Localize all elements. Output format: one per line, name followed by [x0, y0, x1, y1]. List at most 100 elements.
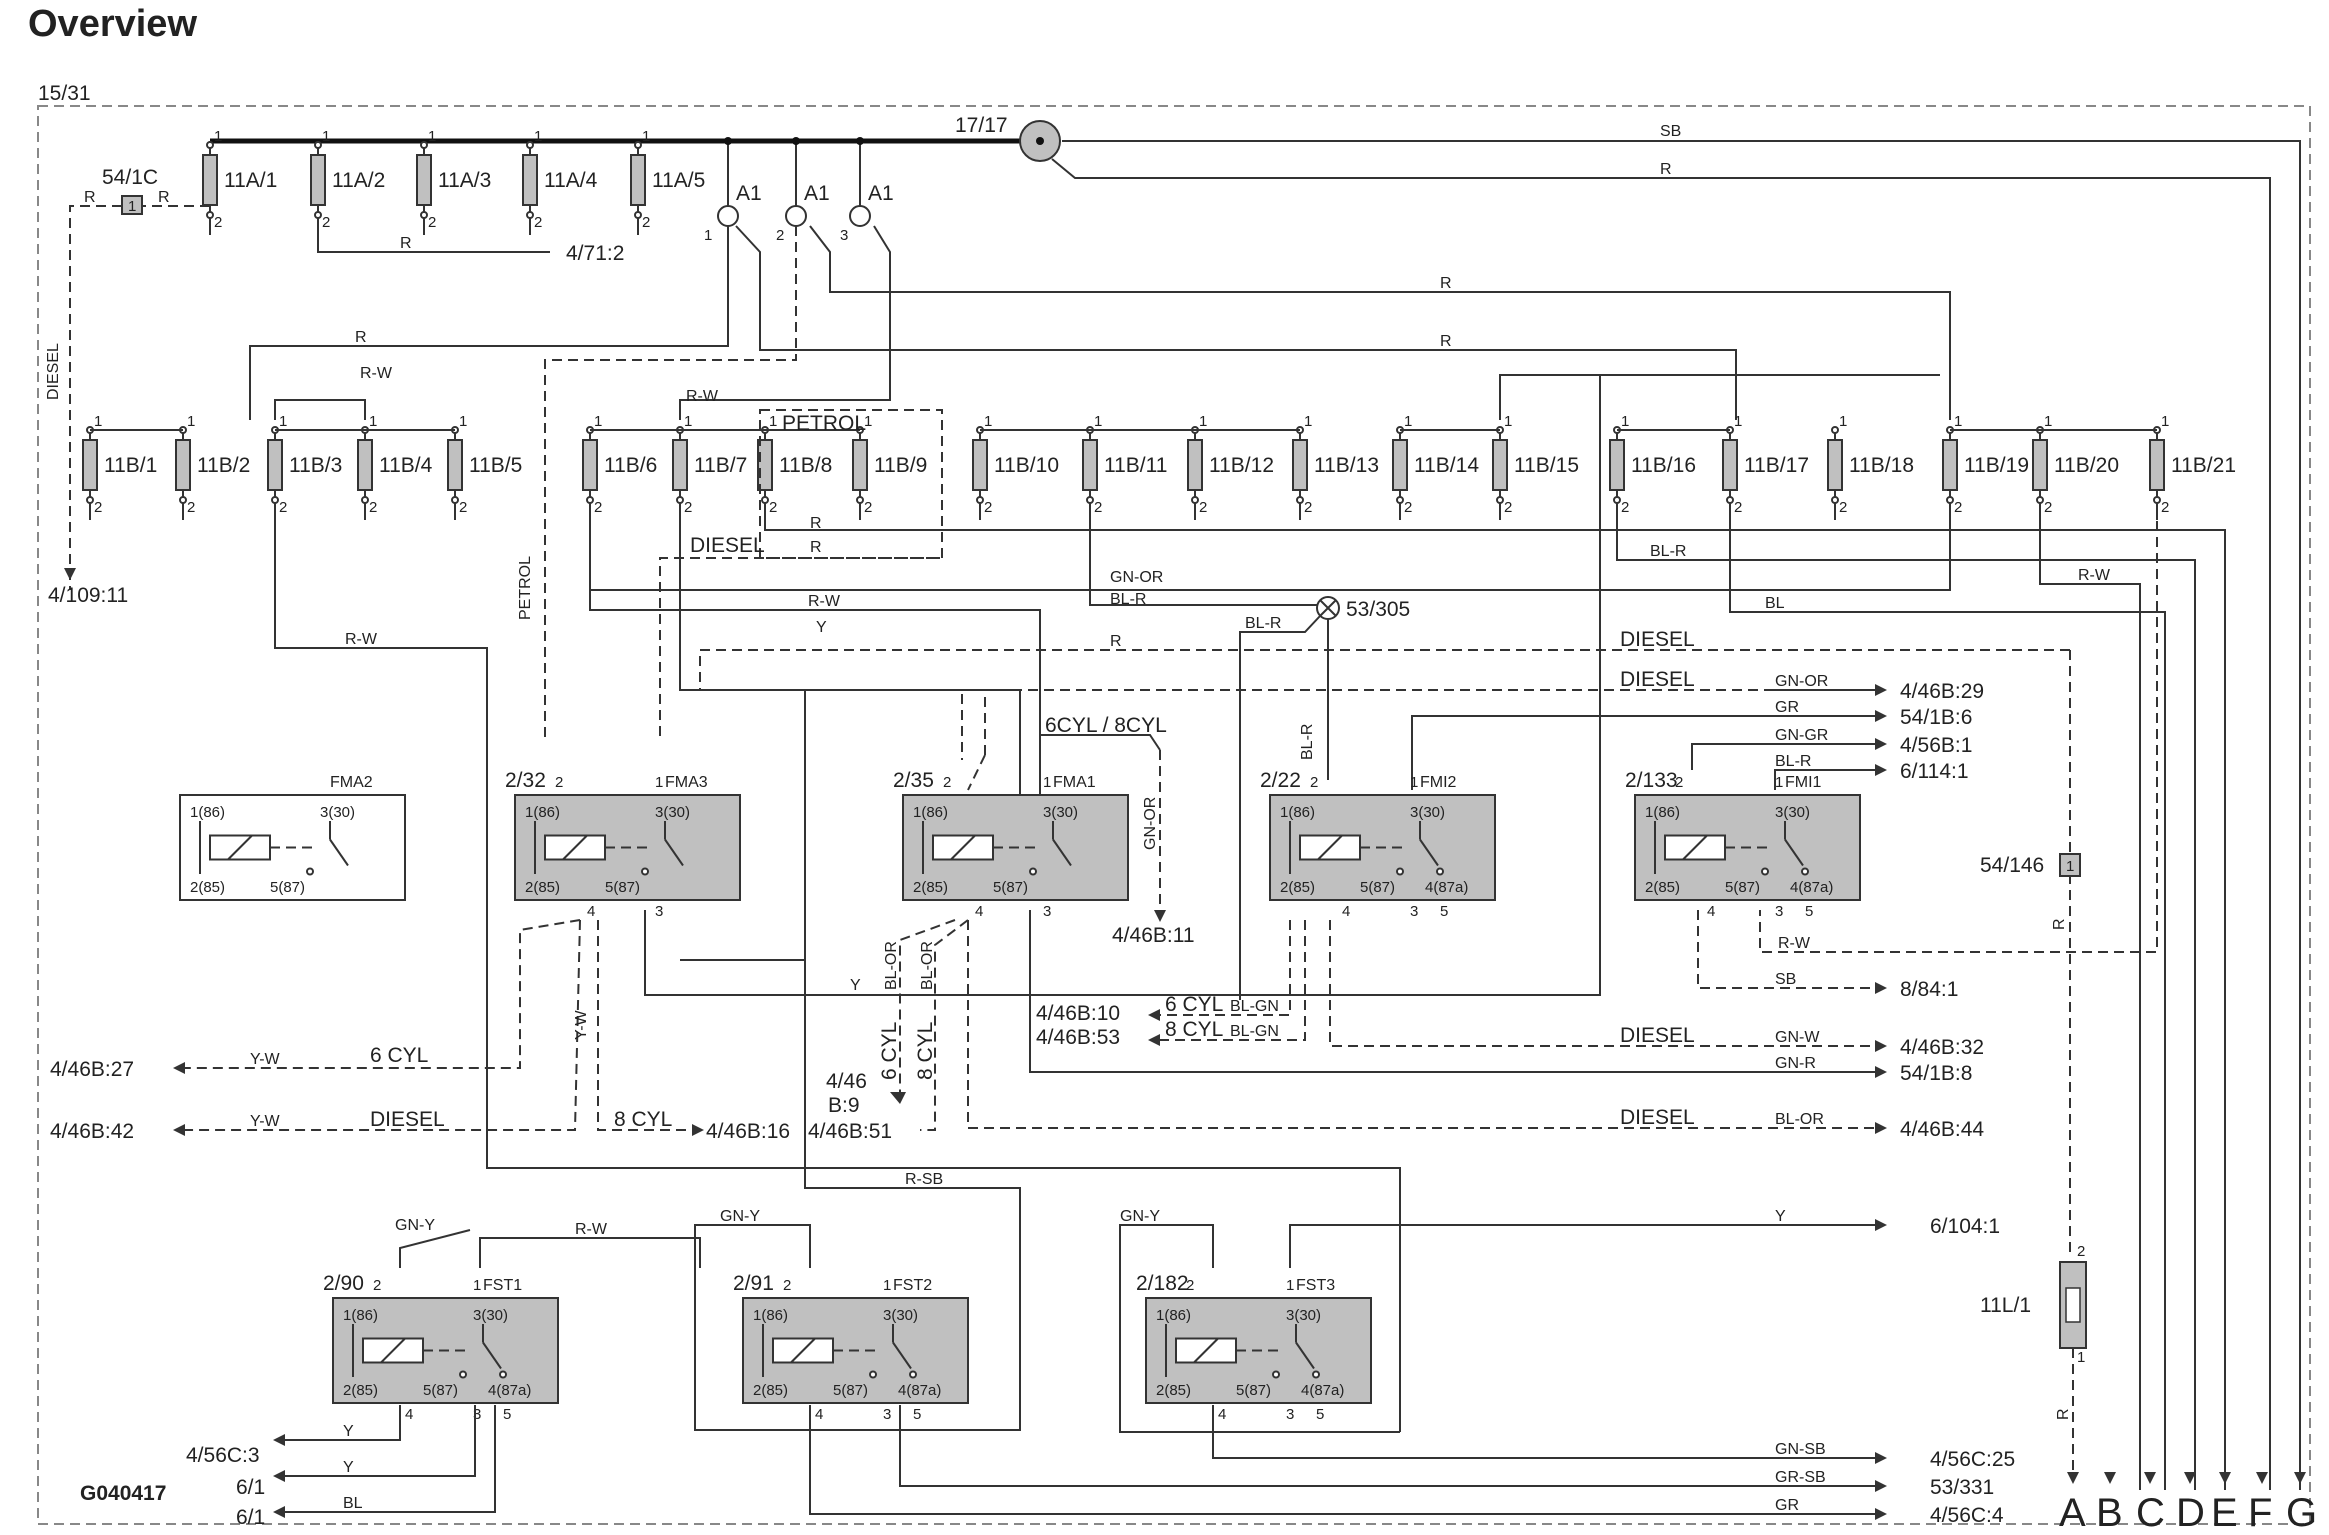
- junction-a1-1: [724, 137, 732, 145]
- relay-fst2-contact-87: [869, 1370, 877, 1379]
- wire-blor-diesel: [967, 920, 1875, 1129]
- ref-4-46b-11: 4/46B:11: [1112, 924, 1195, 947]
- fuse-11b-11: [1082, 439, 1098, 491]
- fuse-11b-2-pin1-label: 1: [187, 413, 195, 430]
- border-label: 15/31: [38, 82, 91, 105]
- arrow-4-56c-3: [273, 1434, 285, 1446]
- relay-fmi1-contact-87a: [1801, 867, 1809, 876]
- fuse-11a-4-label: 11A/4: [544, 169, 598, 192]
- fuse-11b-6-pin2: [586, 496, 594, 504]
- relay-fma3-ext-pin-3: 3: [655, 903, 663, 920]
- variant-label-diesel-blor: DIESEL: [1620, 1106, 1695, 1129]
- arrow-6-104-1: [1875, 1219, 1887, 1231]
- relay-fst3-ext-pin-5: 5: [1316, 1406, 1324, 1423]
- fuse-11b-16-pin2-label: 2: [1621, 499, 1629, 516]
- ref-4-109-11: 4/109:11: [48, 584, 128, 607]
- output-e-arrow: [2219, 1472, 2231, 1484]
- wire-blgn-8cyl: [1160, 920, 1306, 1041]
- fuse-11b-3-pin1-label: 1: [279, 413, 287, 430]
- variant-label-diesel-left: DIESEL: [45, 343, 62, 400]
- output-d-arrow: [2184, 1472, 2196, 1484]
- ref-6-104-1: 6/104:1: [1930, 1215, 2000, 1238]
- wire-sb-to-g: [1062, 140, 2301, 1490]
- fuse-11l-1-pin2: 2: [2077, 1243, 2085, 1260]
- fuse-11b-13-pin1-label: 1: [1304, 413, 1312, 430]
- ref-b-9: B:9: [828, 1094, 860, 1117]
- ref-53-331: 53/331: [1930, 1476, 1994, 1499]
- relay-fst1-pin-86: 1(86): [343, 1307, 378, 1324]
- relay-fmi2-name: FMI2: [1420, 774, 1457, 791]
- relay-fmi2-pin-87: 5(87): [1360, 879, 1395, 896]
- diagram-border: [37, 105, 2311, 1525]
- wire-label-r-11b9: R: [810, 539, 822, 556]
- fuse-11b-18-pin2: [1831, 496, 1839, 504]
- relay-fst3-switch-arm: [1295, 1341, 1315, 1370]
- wire-yw-diesel: [185, 919, 581, 1131]
- fuse-11b-7-label: 11B/7: [694, 454, 747, 477]
- relay-fst2-pin-87: 5(87): [833, 1382, 868, 1399]
- indicator-a1-3: [849, 205, 871, 227]
- wire-label-gny-fst1: GN-Y: [395, 1217, 435, 1234]
- fuse-11a-5: [630, 154, 646, 206]
- wire-y-4-56c-3: [285, 1405, 401, 1441]
- wire-gngr-fmi1: [1691, 743, 1875, 770]
- relay-fst1-ext-pin-1: 1: [473, 1277, 481, 1294]
- wire-label-blr-right: BL-R: [1775, 753, 1811, 770]
- relay-fst1-name: FST1: [483, 1277, 522, 1294]
- component-54-1c-pin: 1: [128, 198, 136, 215]
- fuse-11a-3-pin2-label: 2: [428, 214, 436, 231]
- ref-6-1-b: 6/1: [236, 1506, 265, 1529]
- ref-4-46b-53: 4/46B:53: [1036, 1026, 1120, 1049]
- fuse-11b-7-pin1-label: 1: [684, 413, 692, 430]
- relay-fst2-name: FST2: [893, 1277, 932, 1294]
- relay-fma2-pin-87: 5(87): [270, 879, 305, 896]
- ref-6-1-a: 6/1: [236, 1476, 265, 1499]
- fuse-11b-12-pin1-label: 1: [1199, 413, 1207, 430]
- wire-label-blr-splice: BL-R: [1245, 615, 1281, 632]
- wire-rsb: [804, 960, 1021, 1431]
- wire-label-r-11b8: R: [810, 515, 822, 532]
- relay-fst2-pin-87a: 4(87a): [898, 1382, 941, 1399]
- arrow-6-114-1: [1875, 764, 1887, 776]
- relay-fst3-contact-87a: [1312, 1370, 1320, 1379]
- relay-fst1-ext-pin-4: 4: [405, 1406, 413, 1423]
- relay-fma3-ext-pin-2: 2: [555, 774, 563, 791]
- wire-label-rw-11b21: R-W: [1778, 935, 1811, 952]
- fuse-11b-11-pin2: [1086, 496, 1094, 504]
- fuse-11b-20: [2032, 439, 2048, 491]
- variant-label-6cyl-vertical: 6 CYL: [878, 1022, 901, 1080]
- fuse-11b-21: [2149, 439, 2165, 491]
- wire-gnr: [1029, 910, 1875, 1073]
- wire-label-gnor-vertical: GN-OR: [1142, 797, 1159, 850]
- relay-fst2-ext-pin-4: 4: [815, 1406, 823, 1423]
- relay-fmi2-ext-pin-3: 3: [1410, 903, 1418, 920]
- relay-fma3-name: FMA3: [665, 774, 708, 791]
- fuse-11b-5: [447, 439, 463, 491]
- fuse-11b-12-pin2: [1191, 496, 1199, 504]
- fuse-11b-15-label: 11B/15: [1514, 454, 1579, 477]
- wire-label-gnr: GN-R: [1775, 1055, 1816, 1072]
- wire-fma1-dash-pin2: [967, 754, 986, 791]
- fuse-11a-1-pin2: [206, 211, 214, 219]
- ref-4-71-2: 4/71:2: [566, 242, 624, 265]
- fuse-11b-18-pin2-label: 2: [1839, 499, 1847, 516]
- relay-fst1-pin-87a: 4(87a): [488, 1382, 531, 1399]
- fuse-11b-20-pin2-label: 2: [2044, 499, 2052, 516]
- relay-fst1-ext-pin-2: 2: [373, 1277, 381, 1294]
- wire-y-fma3: [760, 689, 1021, 800]
- wire-label-blor-right: BL-OR: [1775, 1111, 1824, 1128]
- wire-gnw-diesel: [1329, 920, 1875, 1047]
- wire-blor-8cyl: [920, 919, 969, 1131]
- fuse-11b-13-pin2: [1296, 496, 1304, 504]
- fuse-11b-13-pin2-label: 2: [1304, 499, 1312, 516]
- ref-4-46: 4/46: [826, 1070, 867, 1093]
- relay-fst1-pin-85: 2(85): [343, 1382, 378, 1399]
- relay-fst3-pin-30: 3(30): [1286, 1307, 1321, 1324]
- fuse-11b-6: [582, 439, 598, 491]
- wire-54-1c-to-diesel: [69, 205, 210, 590]
- relay-fmi2-pin-30: 3(30): [1410, 804, 1445, 821]
